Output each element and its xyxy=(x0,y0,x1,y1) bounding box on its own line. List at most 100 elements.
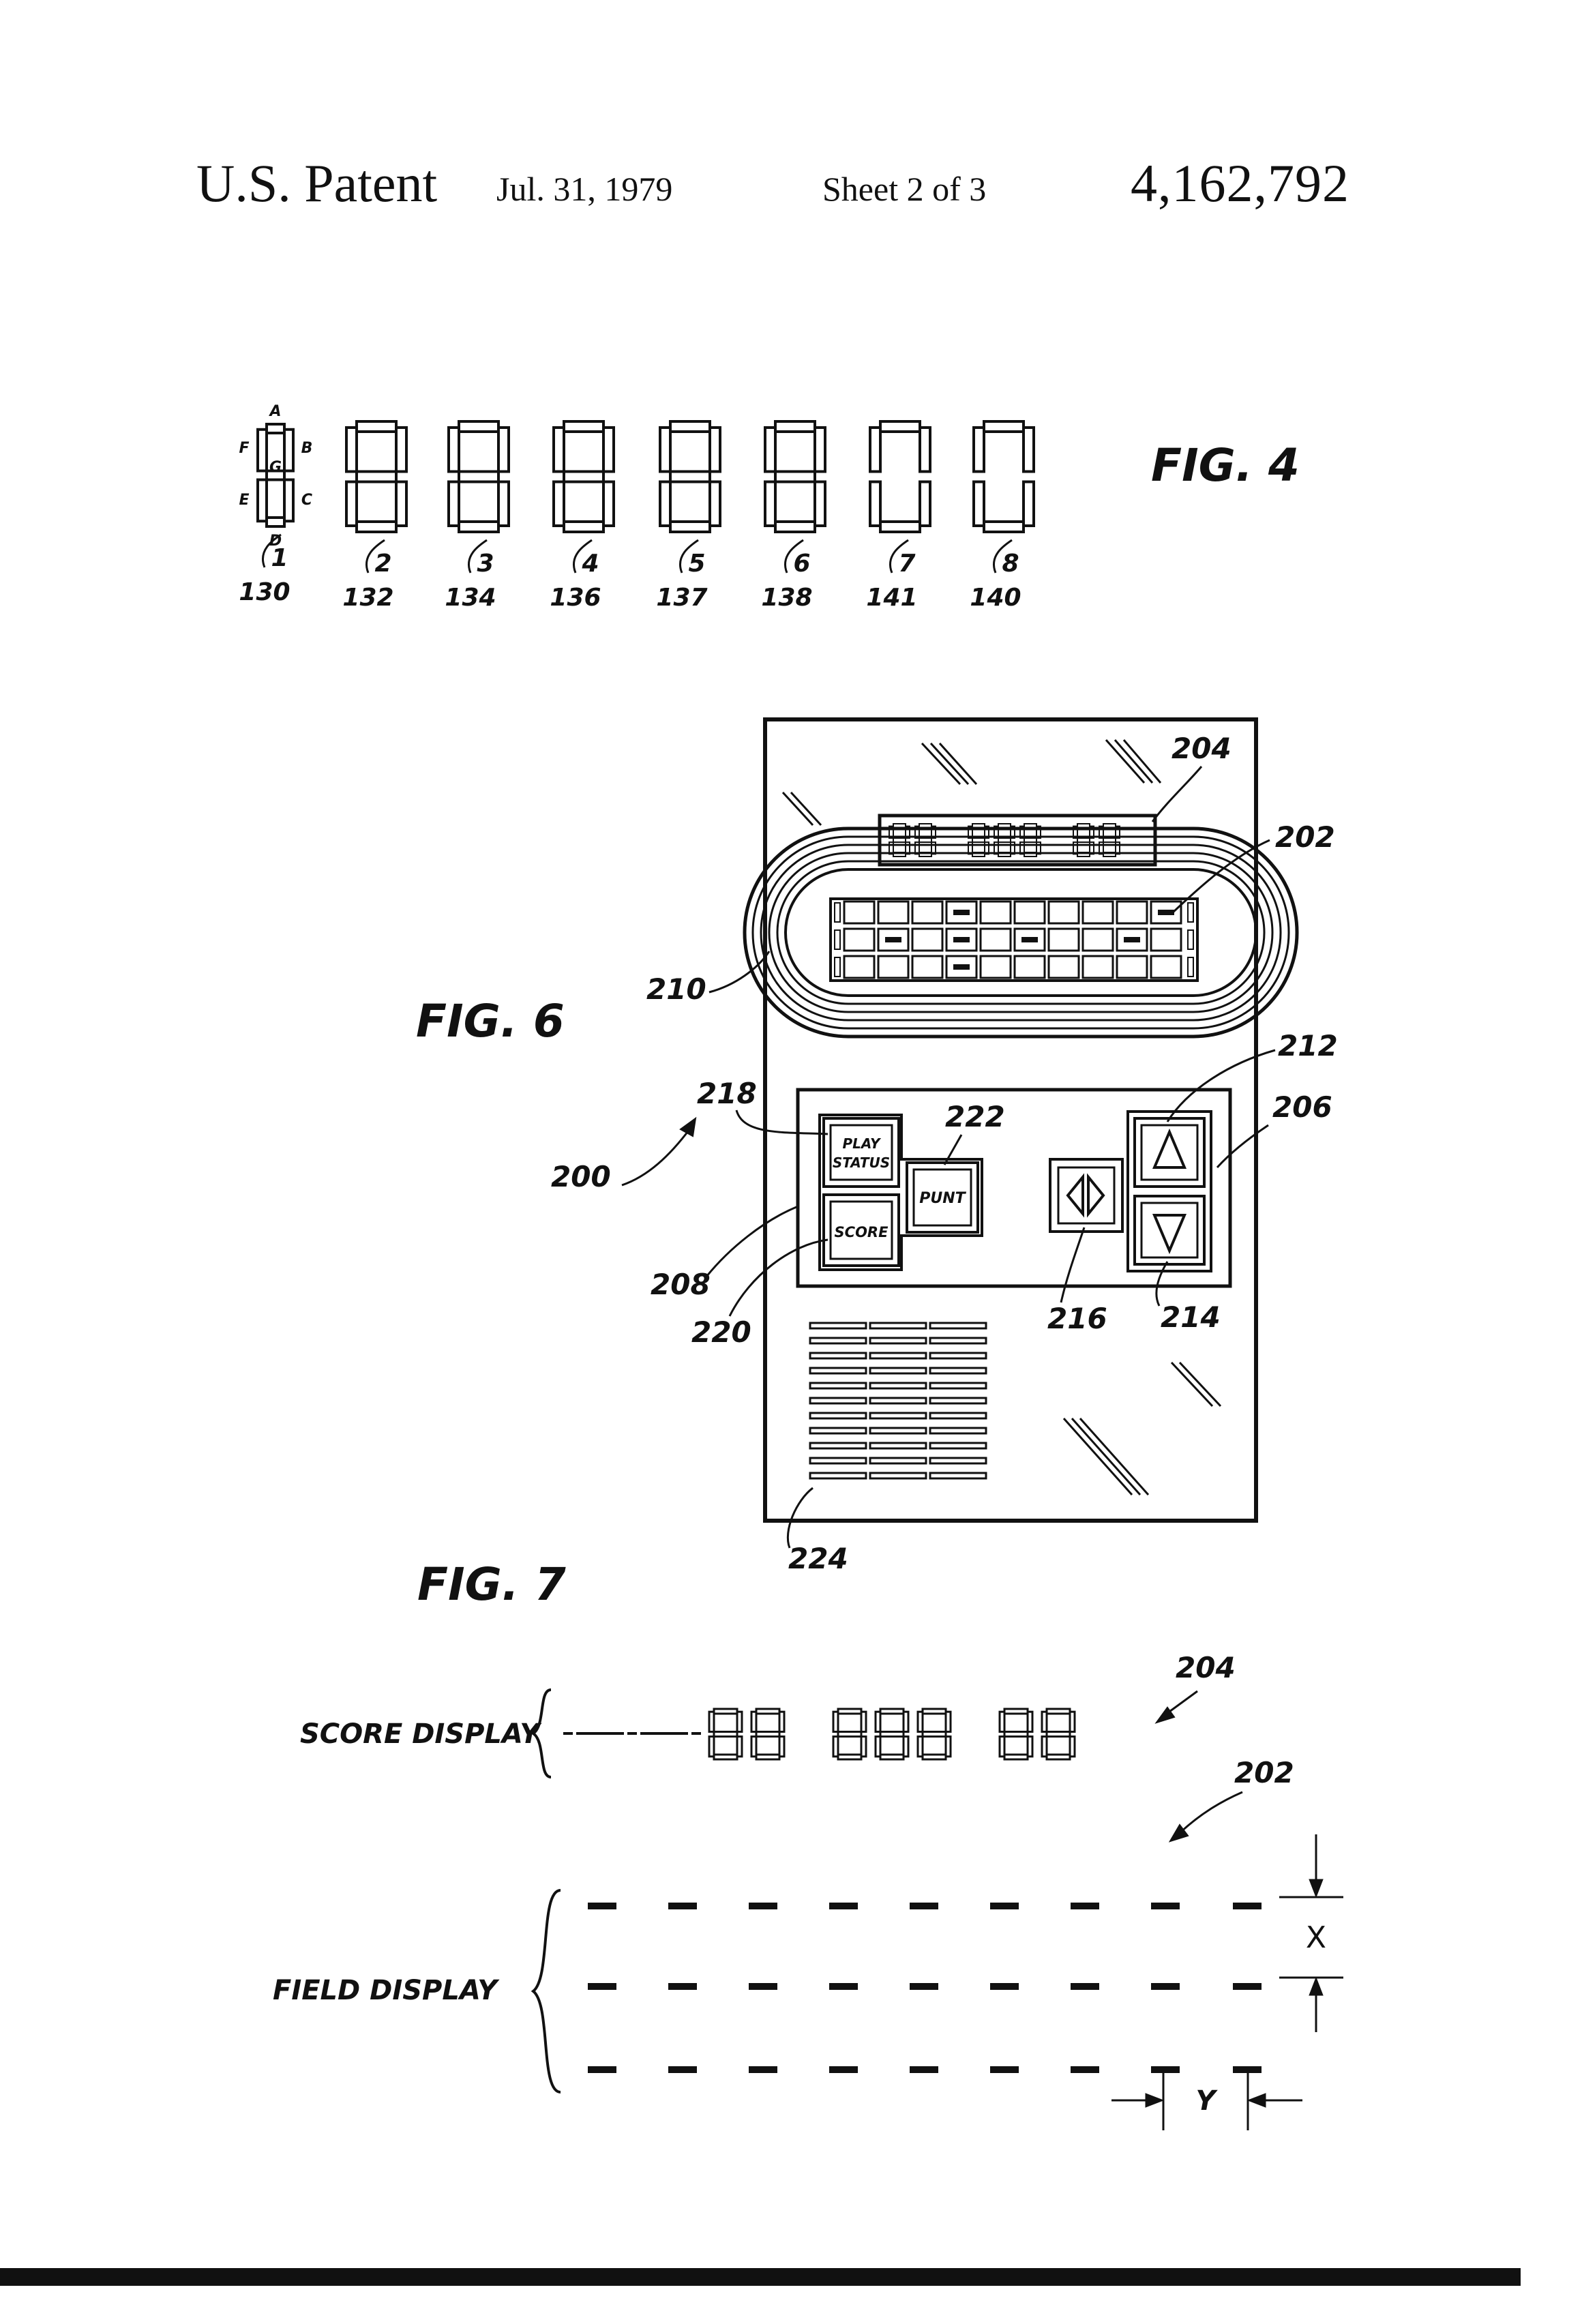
segment-b xyxy=(498,428,509,472)
segment-d xyxy=(714,1755,737,1759)
fig7-digit-1-1 xyxy=(876,1709,908,1759)
fig7-digit-1-2 xyxy=(918,1709,951,1759)
grille-slot xyxy=(930,1473,986,1478)
segment-d xyxy=(919,852,931,856)
segment-b xyxy=(861,1712,866,1731)
segment-g xyxy=(1024,838,1036,842)
segment-c xyxy=(920,482,930,526)
grille-slot xyxy=(810,1458,866,1463)
punt-label: PUNT xyxy=(919,1190,966,1207)
segment-a xyxy=(1047,1709,1070,1714)
fig4-index-7: 7 xyxy=(898,550,915,578)
field-segment xyxy=(910,2066,938,2073)
segment-b xyxy=(815,428,825,472)
segment-d xyxy=(838,1755,861,1759)
segment-f xyxy=(449,428,459,472)
segment-e xyxy=(765,482,775,526)
fig4-ref-138: 138 xyxy=(761,584,812,612)
segment-d xyxy=(923,1755,946,1759)
grid-endzone-left xyxy=(835,903,840,922)
grille-slot xyxy=(810,1338,866,1343)
lateral-arrows-icon xyxy=(1068,1177,1103,1214)
device-score-window xyxy=(880,816,1155,865)
speaker-grille xyxy=(810,1323,986,1478)
fig7-label: FIG. 7 xyxy=(417,1558,566,1611)
fig4-digit-6 xyxy=(765,421,825,532)
segment-a xyxy=(459,421,498,432)
ref-202: 202 xyxy=(1275,820,1335,854)
segment-f xyxy=(974,428,984,472)
lateral-button[interactable] xyxy=(1050,1159,1122,1232)
field-segment xyxy=(1233,1903,1262,1909)
ref-224: 224 xyxy=(788,1542,848,1575)
segment-e xyxy=(751,1737,756,1757)
segment-a xyxy=(564,421,603,432)
fig4-index-8: 8 xyxy=(1002,550,1019,578)
fig4-ref-141: 141 xyxy=(866,584,917,612)
segment-f xyxy=(346,428,357,472)
fig7-digit-0-1 xyxy=(751,1709,784,1759)
segment-d xyxy=(880,522,920,532)
field-segment xyxy=(1071,1983,1099,1990)
segment-a xyxy=(1077,824,1090,828)
fig4-index-2: 2 xyxy=(374,550,391,578)
ref-204: 204 xyxy=(1171,732,1232,765)
segment-g xyxy=(564,472,603,482)
grid-cell xyxy=(878,902,908,923)
play-status-button[interactable] xyxy=(824,1118,899,1187)
field-segment xyxy=(910,1903,938,1909)
segment-f xyxy=(918,1712,923,1731)
grid-endzone-right xyxy=(1188,930,1193,949)
segment-c xyxy=(603,482,614,526)
field-segment xyxy=(588,2066,616,2073)
fig4-index-3: 3 xyxy=(477,550,494,578)
ref-210: 210 xyxy=(646,972,706,1006)
grille-slot xyxy=(930,1413,986,1418)
ref-208: 208 xyxy=(651,1268,711,1301)
field-segment xyxy=(588,1903,616,1909)
fig7-digit-1-0 xyxy=(833,1709,866,1759)
fig7-ref-202: 202 xyxy=(1234,1756,1294,1789)
field-segment xyxy=(668,1983,697,1990)
grid-cell xyxy=(912,956,942,978)
fig7-ref-204: 204 xyxy=(1176,1651,1236,1684)
segment-c xyxy=(737,1737,742,1757)
segment-a xyxy=(919,824,931,828)
field-segment xyxy=(1151,1903,1180,1909)
score-display-label: SCORE DISPLAY xyxy=(300,1718,542,1750)
fig4-index-6: 6 xyxy=(793,550,810,578)
field-segment xyxy=(990,2066,1019,2073)
ref-216: 216 xyxy=(1047,1302,1107,1335)
segment-a xyxy=(1024,824,1036,828)
fig4-ref-140: 140 xyxy=(970,584,1021,612)
grille-slot xyxy=(810,1383,866,1388)
grille-slot xyxy=(870,1383,926,1388)
segment-g xyxy=(459,472,498,482)
segment-a xyxy=(838,1709,861,1714)
fig4-index-5: 5 xyxy=(688,550,705,578)
field-segment xyxy=(749,1903,777,1909)
segment-letter-b: B xyxy=(301,440,313,457)
segment-e xyxy=(974,482,984,526)
grille-slot xyxy=(930,1353,986,1358)
grid-cell xyxy=(1015,902,1045,923)
segment-a xyxy=(670,421,710,432)
segment-a xyxy=(923,1709,946,1714)
segment-b xyxy=(396,428,406,472)
segment-b xyxy=(779,1712,784,1731)
segment-a xyxy=(1004,1709,1028,1714)
grid-player-marker xyxy=(953,937,970,942)
grid-cell xyxy=(1117,902,1147,923)
segment-e xyxy=(554,482,564,526)
grille-slot xyxy=(870,1443,926,1448)
fig4-seven-segment-digits: 11302132313441365137613871418140ABCDEFG xyxy=(239,403,1034,612)
segment-g xyxy=(670,472,710,482)
grid-cell xyxy=(981,956,1011,978)
segment-g xyxy=(893,838,906,842)
grille-slot xyxy=(870,1338,926,1343)
running-track xyxy=(745,829,1297,1037)
field-segment xyxy=(990,1983,1019,1990)
grille-slot xyxy=(870,1428,926,1433)
grid-cell xyxy=(844,929,874,951)
down-arrow-icon xyxy=(1154,1215,1184,1251)
